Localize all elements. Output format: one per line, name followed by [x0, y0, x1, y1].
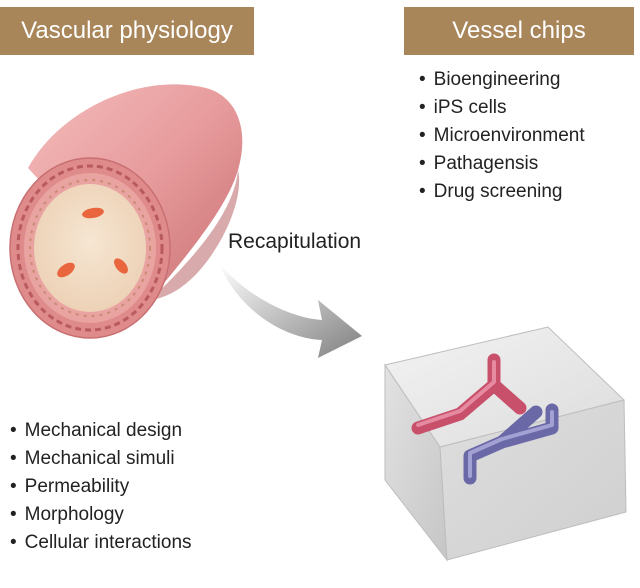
list-item: Mechanical simuli — [10, 445, 192, 473]
vessel-chip-topic-list: Bioengineering iPS cells Microenvironmen… — [419, 66, 585, 206]
recapitulation-arrow — [218, 262, 362, 358]
physiology-topic-list: Mechanical design Mechanical simuli Perm… — [10, 417, 192, 557]
banner-title: Vessel chips — [452, 17, 586, 44]
red-vessel-channel-highlight — [416, 360, 496, 427]
list-item: Pathagensis — [419, 150, 585, 178]
vessel-wall-fibers — [16, 164, 164, 332]
vessel-chip-illustration — [384, 326, 627, 562]
vessel-chips-banner: Vessel chips — [404, 7, 634, 55]
vessel-intima-layer — [29, 179, 151, 317]
vessel-tube-shading — [150, 170, 240, 300]
list-item: Drug screening — [419, 178, 585, 206]
list-item: Microenvironment — [419, 122, 585, 150]
vessel-lumen — [34, 184, 146, 312]
list-item: Permeability — [10, 473, 192, 501]
recapitulation-label: Recapitulation — [228, 230, 362, 253]
red-blood-cell — [82, 207, 104, 219]
red-blood-cell — [57, 262, 75, 278]
list-item: iPS cells — [419, 94, 585, 122]
list-item: Mechanical design — [10, 417, 192, 445]
vascular-physiology-banner: Vascular physiology — [0, 7, 254, 55]
list-item: Cellular interactions — [10, 529, 192, 557]
list-item: Bioengineering — [419, 66, 585, 94]
blood-vessel-illustration — [9, 84, 243, 339]
list-item: Morphology — [10, 501, 192, 529]
chip-right-face — [439, 399, 627, 561]
blue-vessel-channel-highlight — [468, 410, 554, 478]
red-blood-cell — [114, 258, 128, 274]
banner-title: Vascular physiology — [21, 17, 233, 44]
